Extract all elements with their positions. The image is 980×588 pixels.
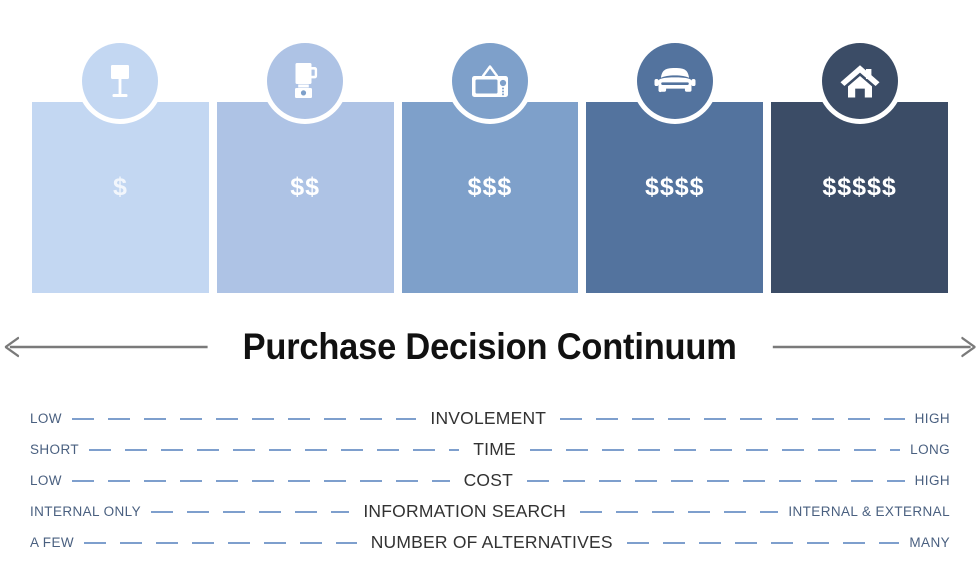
tier-icon-badge — [262, 38, 349, 124]
dashed-line-right — [560, 417, 905, 420]
purchase-tiers: $ $$ $$$ $$$$ $$$$$ — [32, 38, 948, 293]
continuum-attribute-label: COST — [463, 470, 514, 490]
continuum-left-label: SHORT — [30, 442, 80, 457]
dashed-line-right — [626, 541, 900, 544]
continuum-row: A FEW NUMBER OF ALTERNATIVES MANY — [0, 527, 980, 558]
continuum-row: LOW INVOLEMENT HIGH — [0, 403, 980, 434]
continuum-right-label: LONG — [910, 442, 951, 457]
continuum-right-label: MANY — [909, 535, 951, 550]
dashed-line-right — [579, 510, 779, 513]
continuum-title-row: Purchase Decision Continuum — [0, 318, 980, 376]
page-title: Purchase Decision Continuum — [242, 326, 738, 367]
dashed-line-right — [527, 479, 905, 482]
blender-icon — [267, 43, 344, 119]
lamp-icon — [82, 43, 159, 119]
tier-bar-fill — [771, 102, 948, 293]
purchase-tier-4: $$$$ — [586, 38, 764, 293]
continuum-left-label: A FEW — [30, 535, 75, 550]
tv-icon — [451, 43, 528, 119]
continuum-attribute-label: INVOLEMENT — [430, 408, 547, 428]
tier-bar-fill — [401, 102, 579, 293]
continuum-left-label: LOW — [30, 473, 62, 488]
tier-price-label: $$$$ — [644, 173, 705, 201]
continuum-attribute-label: TIME — [473, 439, 516, 459]
tier-icon-badge — [631, 38, 718, 124]
tier-icon-badge — [446, 38, 533, 124]
continuum-left-label: LOW — [30, 411, 62, 426]
continuum-right-label: INTERNAL & EXTERNAL — [788, 504, 950, 519]
dashed-line-left — [71, 479, 450, 482]
dashed-line-left — [150, 510, 350, 513]
continuum-attribute-label: INFORMATION SEARCH — [363, 501, 566, 521]
arrow-left-icon — [0, 335, 210, 359]
tier-price-label: $ — [112, 173, 128, 201]
continuum-attributes: LOW INVOLEMENT HIGH SHORT TIME LONG LOW COST HIG… — [0, 403, 980, 558]
continuum-row: INTERNAL ONLY INFORMATION SEARCH INTERNAL … — [0, 496, 980, 527]
continuum-row: SHORT TIME LONG — [0, 434, 980, 465]
tier-icon-badge — [77, 38, 164, 124]
tier-bar-fill — [216, 102, 394, 293]
dashed-line-left — [89, 448, 460, 451]
continuum-attribute-label: NUMBER OF ALTERNATIVES — [370, 532, 613, 552]
purchase-tier-2: $$ — [216, 38, 394, 293]
tier-icon-badge — [816, 38, 903, 124]
purchase-tier-5: $$$$$ — [771, 38, 948, 293]
tier-price-label: $$$$$ — [822, 173, 897, 201]
car-icon — [636, 43, 713, 119]
continuum-left-label: INTERNAL ONLY — [30, 504, 141, 519]
tier-bar-fill — [586, 102, 764, 293]
tier-bar-fill — [32, 102, 209, 293]
dashed-line-left — [71, 417, 417, 420]
purchase-tier-3: $$$ — [401, 38, 579, 293]
dashed-line-left — [84, 541, 357, 544]
arrow-right-icon — [770, 335, 980, 359]
tier-price-label: $$ — [290, 173, 321, 201]
continuum-row: LOW COST HIGH — [0, 465, 980, 496]
purchase-tier-1: $ — [32, 38, 209, 293]
tier-price-label: $$$ — [467, 173, 513, 201]
continuum-right-label: HIGH — [914, 411, 950, 426]
dashed-line-right — [529, 448, 901, 451]
house-icon — [821, 43, 898, 119]
continuum-right-label: HIGH — [914, 473, 951, 488]
